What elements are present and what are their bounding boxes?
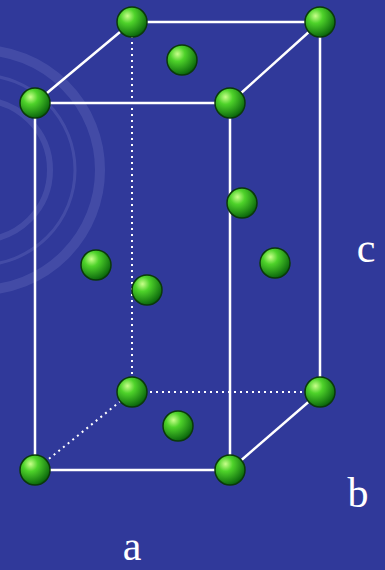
axis-label: c (357, 227, 376, 269)
axis-label: a (123, 525, 142, 567)
atoms (20, 7, 335, 485)
cell-edges (35, 22, 320, 470)
axis-label: b (348, 472, 369, 514)
